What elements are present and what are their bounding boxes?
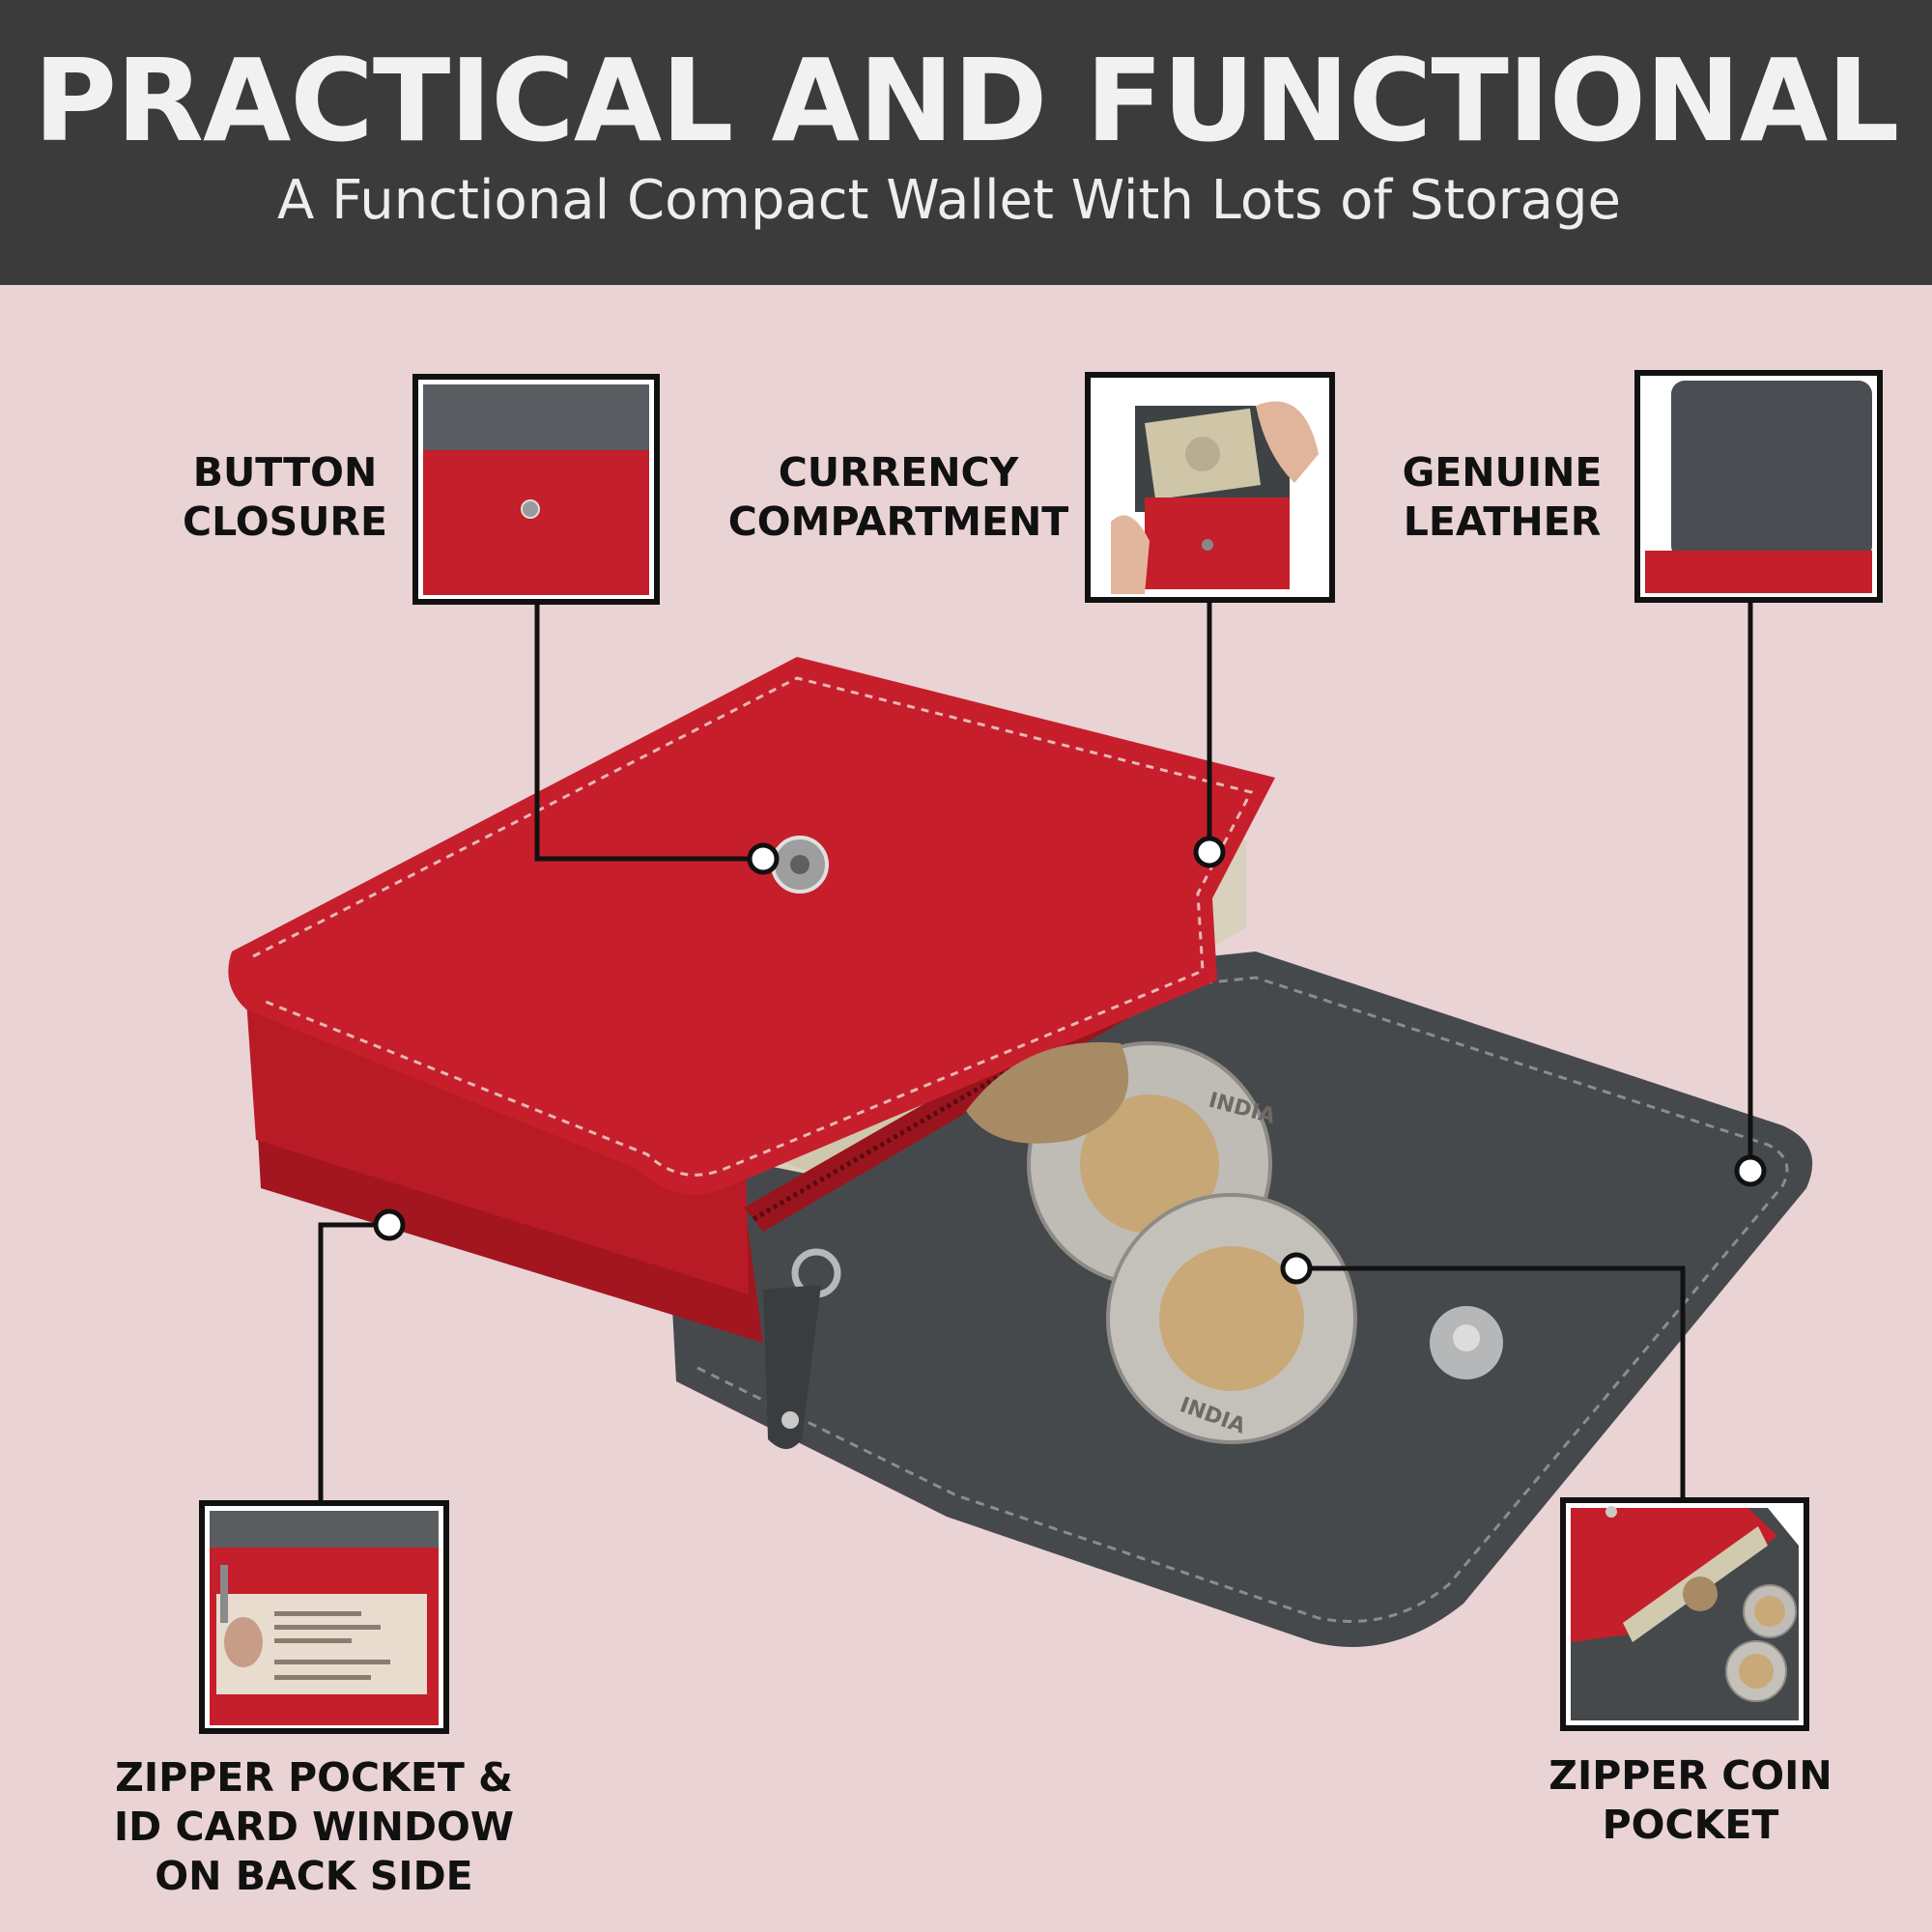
dot-button-closure — [747, 842, 780, 875]
connector-button-closure — [534, 599, 763, 862]
page-title: PRACTICAL AND FUNCTIONAL — [33, 34, 1900, 167]
label-currency-compartment: CURRENCY COMPARTMENT — [727, 449, 1069, 545]
connector-coin-pocket — [1296, 1265, 1686, 1500]
grey-flap-stitching — [680, 976, 1789, 1623]
page-subtitle: A Functional Compact Wallet With Lots of… — [277, 169, 1621, 232]
coin-partial — [966, 1041, 1129, 1144]
inset-leather — [1634, 370, 1883, 603]
coin-bottom: INDIA — [1106, 1193, 1357, 1444]
header-banner: PRACTICAL AND FUNCTIONAL A Functional Co… — [0, 0, 1932, 285]
snap-button-center — [790, 855, 810, 874]
connector-zipper-pocket — [318, 1222, 389, 1503]
red-flap-stitching — [252, 676, 1254, 1177]
dot-currency — [1193, 836, 1226, 868]
zipper-pull-tab — [763, 1285, 821, 1449]
snap-stud-center — [1453, 1324, 1480, 1351]
dot-leather — [1734, 1154, 1767, 1187]
label-zipper-pocket-id: ZIPPER POCKET & ID CARD WINDOW ON BACK S… — [113, 1754, 515, 1899]
inset-id-window — [199, 1500, 449, 1734]
red-top-flap — [228, 657, 1275, 1195]
inset-coin-pocket — [1560, 1497, 1809, 1731]
main-wallet-photo: INDIA INDIA — [228, 657, 1813, 1647]
connector-lines — [318, 599, 1753, 1503]
label-button-closure: BUTTON CLOSURE — [182, 449, 387, 545]
inset-snap-icon — [521, 499, 540, 519]
dot-zipper-pocket — [373, 1208, 406, 1241]
inset-currency-snap-icon — [1202, 539, 1213, 551]
dot-coin-pocket — [1280, 1252, 1313, 1285]
rivet — [781, 1411, 799, 1429]
inset-currency — [1085, 372, 1335, 603]
label-genuine-leather: GENUINE LEATHER — [1402, 449, 1603, 545]
inset-button-closure — [412, 374, 660, 605]
label-zipper-coin-pocket: ZIPPER COIN POCKET — [1548, 1752, 1833, 1848]
connector-dots — [373, 836, 1767, 1285]
